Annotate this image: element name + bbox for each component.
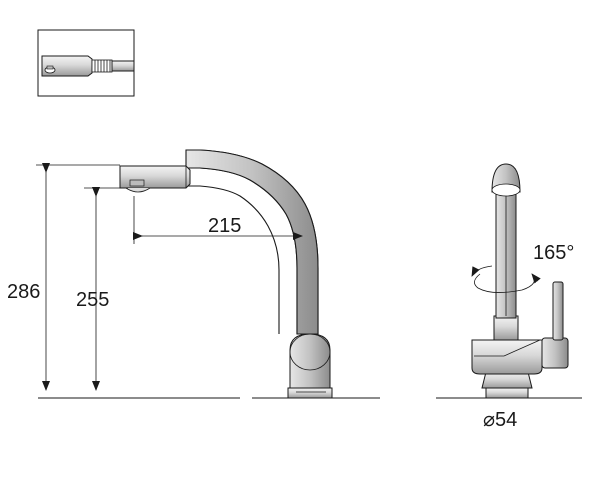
rotation-angle-label: 165°: [533, 242, 574, 264]
dimension-lines-side: [36, 163, 303, 391]
total-height-label: 286: [7, 281, 40, 303]
base-diameter-label: ⌀54: [483, 409, 517, 431]
spout-height-label: 255: [76, 289, 109, 311]
pull-out-spray-head-icon: [37, 29, 135, 97]
rotation-arrow-icon: [471, 265, 541, 293]
faucet-front-view-icon: [436, 163, 582, 399]
reach-label: 215: [208, 215, 241, 237]
faucet-side-view-icon: [38, 149, 380, 399]
